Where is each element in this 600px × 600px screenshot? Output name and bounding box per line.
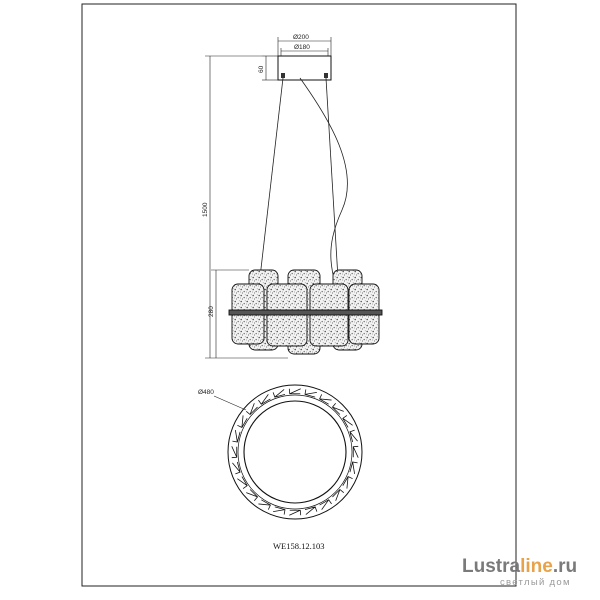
ring-notch	[237, 415, 248, 428]
ring-notch	[245, 403, 258, 416]
ring-notch	[304, 506, 318, 515]
watermark: Lustraline.ru светлый дом	[462, 556, 577, 588]
ceiling-canopy	[277, 55, 332, 81]
ring-notch	[319, 394, 332, 405]
canopy-inner-diameter-label: Ø180	[294, 44, 310, 51]
ring-notch	[288, 388, 301, 395]
ring-notch	[352, 445, 359, 458]
ring-notch	[342, 415, 353, 428]
metal-band	[228, 309, 383, 316]
ring-notch	[232, 461, 241, 475]
canopy-height-label: 60	[258, 65, 265, 73]
ring-diameter-leader	[213, 395, 247, 411]
ring-notch	[237, 476, 248, 489]
ring-notch	[246, 489, 259, 502]
brand-part-2: line	[520, 556, 553, 577]
ring-notch	[272, 389, 286, 398]
ring-diameter-label: Ø480	[198, 389, 214, 396]
canopy-outer-diameter-label: Ø200	[293, 34, 309, 41]
ring-notch	[289, 509, 302, 516]
brand-part-3: .ru	[553, 556, 577, 577]
ring-top-view	[227, 384, 363, 520]
drawing-border	[81, 3, 517, 587]
lamp-body-side-view	[228, 269, 383, 355]
brand-part-1: Lustra	[462, 556, 521, 577]
ring-notch	[342, 476, 353, 489]
ring-notch	[349, 429, 358, 443]
ring-notch	[258, 499, 271, 510]
model-code: WE158.12.103	[273, 541, 324, 551]
shade-height-dimension	[205, 269, 288, 359]
ring-notch	[273, 506, 286, 515]
canopy-height-dimension	[262, 55, 278, 81]
ring-notch	[319, 499, 332, 510]
ring-notch	[304, 389, 317, 398]
canopy-diameter-dimension	[277, 37, 332, 56]
ring-notch	[332, 488, 345, 501]
total-height-label: 1500	[202, 202, 209, 217]
shade-height-label: 280	[208, 306, 215, 317]
ring-notch	[258, 394, 271, 405]
svg-text:Lustraline.ru: Lustraline.ru	[462, 556, 577, 577]
ring-notches	[231, 388, 359, 516]
total-height-dimension	[205, 55, 262, 358]
ring-notch	[232, 430, 241, 443]
brand-tagline: светлый дом	[500, 577, 571, 588]
ring-notch	[231, 446, 238, 459]
ring-notch	[349, 461, 358, 474]
ring-notch	[331, 402, 344, 415]
